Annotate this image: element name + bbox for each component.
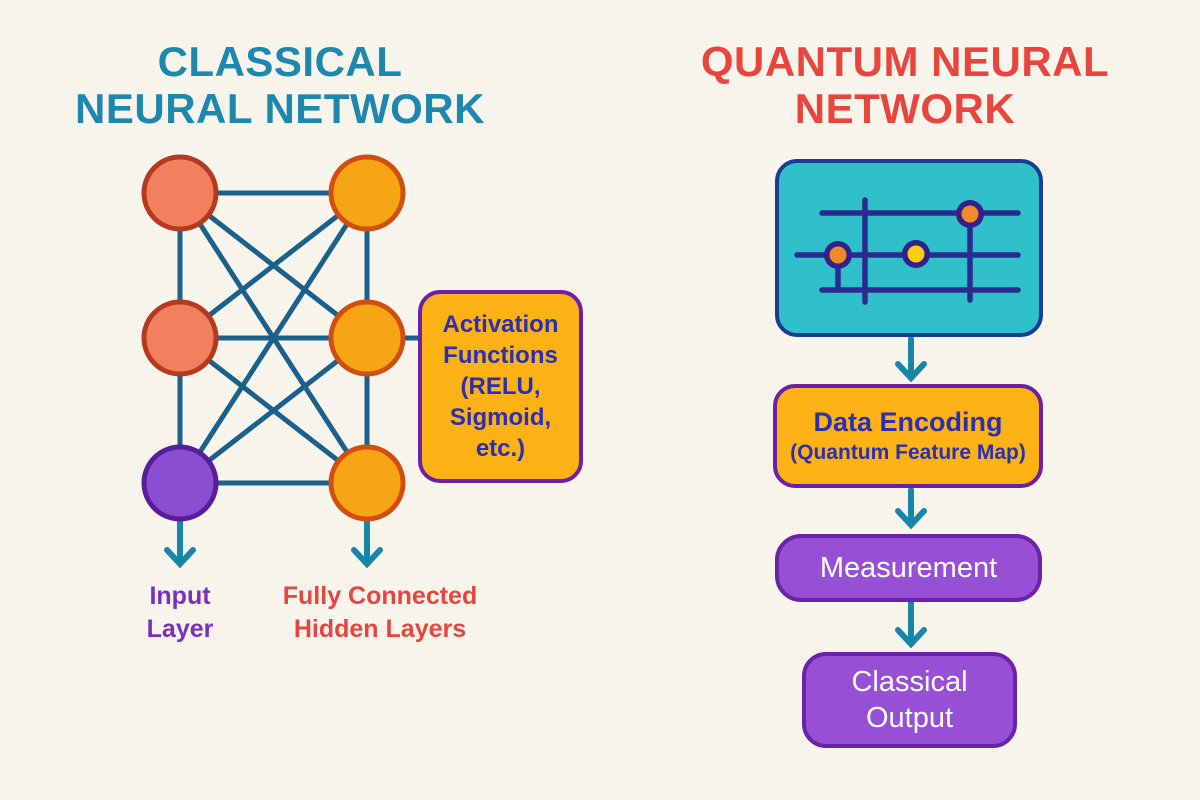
hidden-layers-label-line2: Hidden Layers <box>293 615 467 643</box>
network-nodes <box>141 154 406 522</box>
arrow-head-icon <box>895 508 927 530</box>
activation-line4: Sigmoid, <box>449 404 552 432</box>
data-encoding-box: Data Encoding (Quantum Feature Map) <box>773 384 1043 488</box>
classical-title-line2: NEURAL NETWORK <box>75 85 485 133</box>
arrow-head-icon <box>895 361 927 383</box>
data-encoding-title: Data Encoding <box>813 407 1003 437</box>
gate-dot-yellow <box>907 245 925 263</box>
classical-output-line2: Output <box>865 702 954 734</box>
quantum-title-line2: NETWORK <box>794 85 1016 133</box>
edge <box>177 335 370 486</box>
quantum-network-title: QUANTUM NEURAL NETWORK <box>665 38 1145 132</box>
classical-network-title: CLASSICAL NEURAL NETWORK <box>40 38 520 132</box>
arrow-head-icon <box>351 547 383 569</box>
circuit-gate-dots <box>824 200 984 269</box>
classical-output-box: Classical Output <box>802 652 1017 748</box>
input-node-2 <box>141 299 219 377</box>
edge <box>177 190 370 341</box>
edge <box>177 190 370 486</box>
quantum-circuit-box <box>775 159 1043 337</box>
hidden-node-1 <box>328 154 406 232</box>
input-layer-label: Input Layer <box>100 580 260 646</box>
activation-line3: (RELU, <box>460 372 541 400</box>
quantum-flow-arrows <box>895 336 927 649</box>
input-layer-label-line2: Layer <box>146 615 214 643</box>
input-node-1 <box>141 154 219 232</box>
quantum-title-line1: QUANTUM NEURAL <box>700 38 1110 85</box>
arrow-head-icon <box>164 547 196 569</box>
gate-dot-orange <box>829 246 847 264</box>
activation-functions-box: Activation Functions (RELU, Sigmoid, etc… <box>418 290 583 483</box>
classical-title-line1: CLASSICAL <box>157 38 403 85</box>
input-node-3 <box>141 444 219 522</box>
gate-dot-orange <box>961 205 979 223</box>
input-layer-label-line1: Input <box>149 582 211 610</box>
activation-line1: Activation <box>442 310 559 338</box>
hidden-layers-label-line1: Fully Connected <box>282 582 478 610</box>
data-encoding-subtitle: (Quantum Feature Map) <box>790 440 1026 464</box>
measurement-label: Measurement <box>819 551 998 584</box>
classical-arrows <box>164 518 383 569</box>
activation-line2: Functions <box>443 341 558 369</box>
quantum-circuit-icon <box>794 197 1021 305</box>
activation-line5: etc.) <box>475 435 526 463</box>
hidden-layers-label: Fully Connected Hidden Layers <box>238 580 522 646</box>
hidden-node-2 <box>328 299 406 377</box>
measurement-box: Measurement <box>775 534 1042 602</box>
hidden-node-3 <box>328 444 406 522</box>
arrow-head-icon <box>895 627 927 649</box>
classical-output-line1: Classical <box>851 665 968 698</box>
